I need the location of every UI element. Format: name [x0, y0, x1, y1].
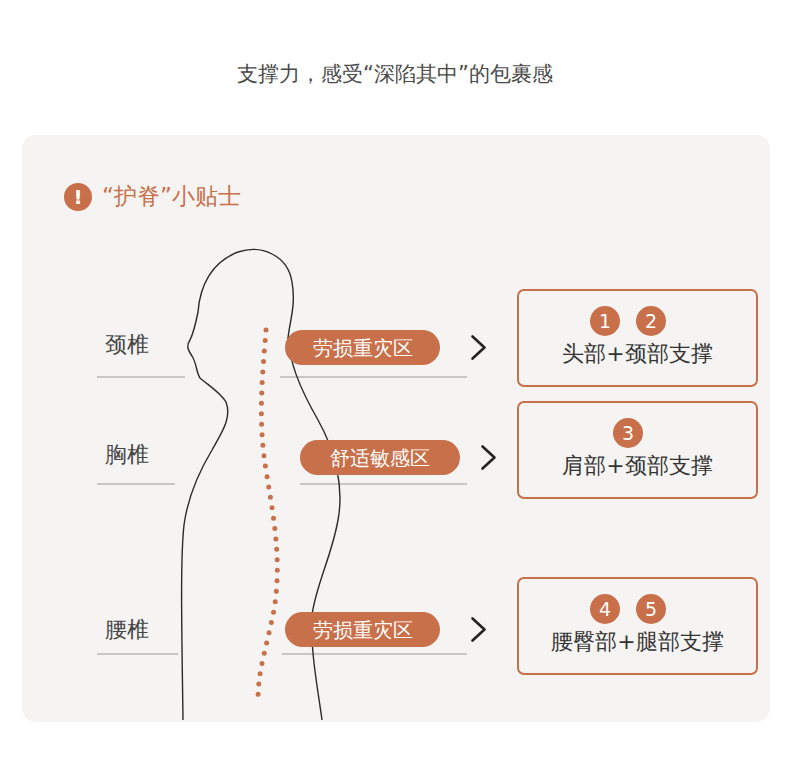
- support-text: 腰臀部+腿部支撑: [519, 627, 756, 657]
- zone-pill: 劳损重灾区: [285, 612, 440, 647]
- callout-digit: 4: [599, 599, 611, 620]
- zone-pill: 劳损重灾区: [285, 330, 440, 365]
- callout-digit: 2: [645, 311, 657, 332]
- warning-icon: [64, 183, 92, 211]
- zone-text: 劳损重灾区: [313, 337, 413, 359]
- spine-dots: [258, 330, 277, 700]
- callout-number: 1: [590, 306, 620, 336]
- chevron-connector: [473, 337, 485, 359]
- tips-heading: “护脊”小贴士: [102, 183, 241, 211]
- page-title: 支撑力，感受“深陷其中”的包裹感: [0, 62, 790, 87]
- support-text: 肩部+颈部支撑: [519, 451, 756, 481]
- spine-region: 颈椎: [105, 332, 149, 358]
- callout-number: 4: [590, 594, 620, 624]
- body-silhouette: [182, 250, 340, 720]
- support-box: 头部+颈部支撑 1 2: [517, 289, 758, 387]
- zone-pill: 舒适敏感区: [300, 440, 460, 475]
- callout-number: 2: [636, 306, 666, 336]
- spine-region: 腰椎: [105, 617, 149, 643]
- chevron-connector: [483, 447, 495, 469]
- callout-digit: 5: [645, 599, 657, 620]
- spine-region: 胸椎: [105, 442, 149, 468]
- callout-digit: 3: [622, 423, 634, 444]
- warning-mark: !: [73, 185, 82, 209]
- label-underlines: [97, 377, 467, 654]
- callout-number: 5: [636, 594, 666, 624]
- zone-text: 劳损重灾区: [313, 619, 413, 641]
- support-box: 腰臀部+腿部支撑 4 5: [517, 577, 758, 675]
- callout-number: 3: [613, 418, 643, 448]
- zone-text: 舒适敏感区: [330, 447, 430, 469]
- chevron-connector: [473, 619, 485, 641]
- callout-digit: 1: [599, 311, 611, 332]
- support-box: 肩部+颈部支撑 3: [517, 401, 758, 499]
- panel: [22, 135, 770, 722]
- support-text: 头部+颈部支撑: [519, 339, 756, 369]
